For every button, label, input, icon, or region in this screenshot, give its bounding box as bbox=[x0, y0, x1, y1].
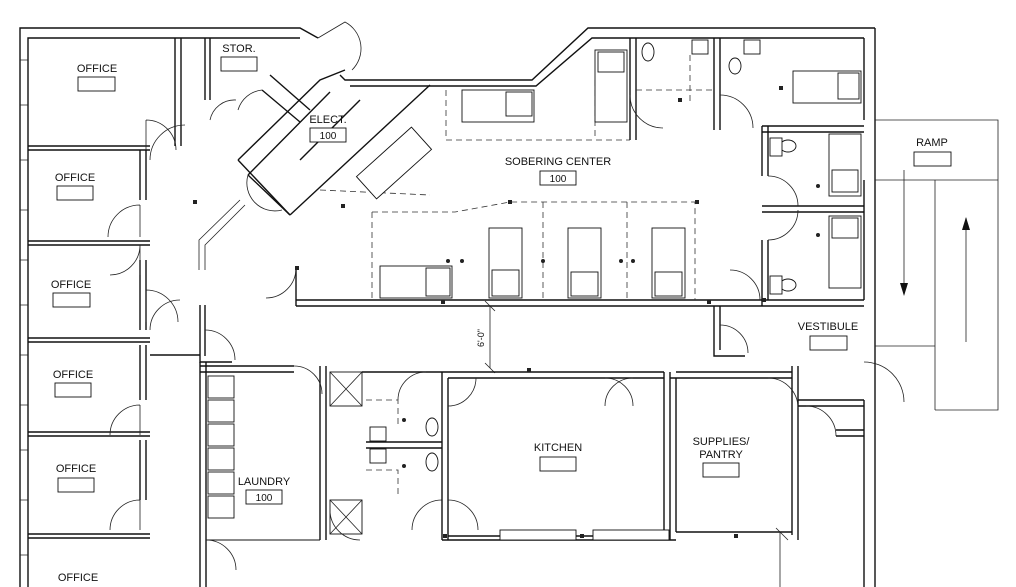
kitchen-label: KITCHEN bbox=[534, 442, 582, 454]
exterior-walls bbox=[19, 27, 876, 587]
sobering-center-tag bbox=[539, 170, 577, 186]
storage-tag bbox=[220, 56, 258, 72]
supplies-label-line1: SUPPLIES/ bbox=[693, 436, 751, 448]
corridor-dimension: 6'-0" bbox=[476, 329, 486, 347]
office-4-tag bbox=[54, 382, 92, 398]
office-walls bbox=[20, 38, 211, 556]
office-2-label: OFFICE bbox=[55, 172, 95, 184]
vestibule-label: VESTIBULE bbox=[798, 321, 859, 333]
laundry-label: LAUNDRY bbox=[238, 476, 291, 488]
column-posts bbox=[193, 86, 820, 538]
electrical-number: 100 bbox=[320, 131, 337, 142]
sobering-center-walls bbox=[265, 38, 864, 307]
office-2-tag bbox=[56, 185, 94, 201]
vestibule-tag bbox=[809, 335, 848, 351]
beds bbox=[355, 49, 862, 299]
office-6-label: OFFICE bbox=[58, 572, 98, 584]
office-5-label: OFFICE bbox=[56, 463, 96, 475]
kitchen-walls bbox=[329, 371, 676, 541]
office-5-tag bbox=[57, 477, 95, 493]
office-3-tag bbox=[52, 292, 91, 308]
office-3-label: OFFICE bbox=[51, 279, 91, 291]
office-doors bbox=[107, 119, 186, 531]
ramp-tag bbox=[913, 151, 952, 167]
office-4-label: OFFICE bbox=[53, 369, 93, 381]
sobering-center-label: SOBERING CENTER bbox=[505, 156, 611, 168]
room-labels: OFFICE STOR. OFFICE ELECT. 100 SOBERING … bbox=[51, 43, 952, 584]
storage-label: STOR. bbox=[222, 43, 255, 55]
plumbing-fixtures bbox=[369, 39, 797, 472]
supplies-walls bbox=[670, 366, 799, 587]
supplies-tag bbox=[702, 462, 740, 478]
supplies-label-line2: PANTRY bbox=[699, 449, 743, 461]
kitchen-tag bbox=[539, 456, 577, 472]
vestibule-walls bbox=[713, 306, 905, 437]
laundry-walls bbox=[200, 365, 443, 571]
office-1-tag bbox=[77, 76, 116, 92]
corridor bbox=[149, 299, 496, 587]
office-1-label: OFFICE bbox=[77, 63, 117, 75]
electrical-room-walls bbox=[198, 21, 431, 270]
laundry-number: 100 bbox=[256, 493, 273, 504]
ramp-label: RAMP bbox=[916, 137, 948, 149]
electrical-tag bbox=[309, 127, 347, 143]
sobering-center-number: 100 bbox=[550, 174, 567, 185]
laundry-tag bbox=[245, 489, 283, 505]
electrical-label: ELECT. bbox=[309, 114, 346, 126]
ramp bbox=[875, 119, 999, 411]
